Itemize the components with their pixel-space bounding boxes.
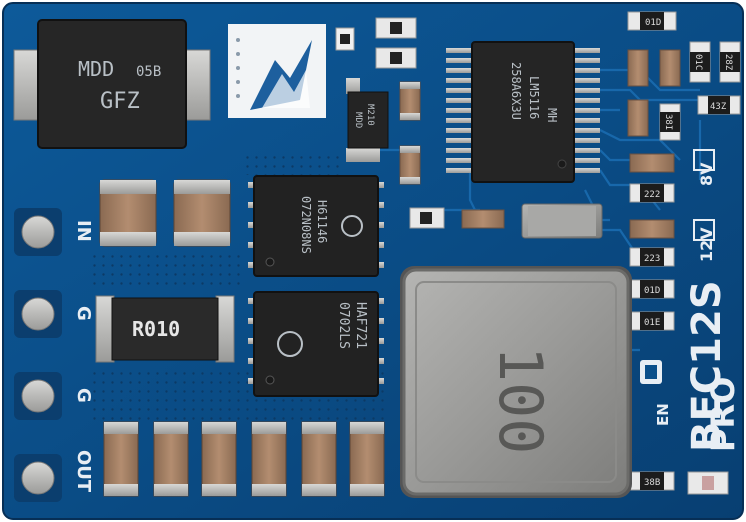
resistor-code: 01D: [645, 18, 661, 28]
controller-label-3: MH: [545, 108, 559, 122]
mosfet-bottom-label-2: HAF721: [353, 302, 368, 349]
diode-label-line2: 05B: [136, 64, 161, 80]
small-smd-parts: [335, 17, 417, 69]
power-inductor: 100: [400, 266, 632, 498]
diode-mdd: MDD 05B GFZ: [13, 19, 211, 149]
via-field: [240, 150, 340, 175]
resistor-code: 222: [644, 190, 660, 200]
resistor-code: 01C: [693, 54, 703, 70]
mosfet-bottom-label-1: 0702LS: [336, 302, 351, 349]
mosfet-top: 072N08NS H61146: [248, 175, 384, 277]
shunt-resistor: R010: [95, 295, 235, 363]
small-ic-label-1: MDD: [353, 112, 363, 128]
small-ic-label-2: M210: [365, 104, 375, 126]
mosfet-top-label-1: 072N08NS: [299, 196, 313, 254]
controller-ic: 258A6X3U LM5116 MH: [446, 41, 600, 183]
mosfet-top-label-2: H61146: [315, 200, 329, 243]
voltage-labels: 8V 12V EN: [640, 149, 716, 426]
controller-label-2: LM5116: [527, 76, 541, 119]
board-title: BEC12S: [684, 280, 730, 452]
inductor-label: 100: [485, 346, 555, 454]
resistor-code: 223: [644, 254, 660, 264]
brand-logo: [228, 24, 326, 118]
pin-label-g1: G: [73, 306, 94, 321]
resistor-code: 01D: [644, 286, 660, 296]
shunt-label: R010: [132, 317, 180, 341]
input-capacitors: [99, 179, 231, 247]
diode-label-line3: GFZ: [100, 89, 140, 114]
output-capacitors: [103, 421, 385, 497]
pin-label-g2: G: [73, 388, 94, 403]
capacitors-mid: [399, 81, 421, 185]
resistor-code: 38I: [663, 114, 673, 130]
label-12v: 12V: [697, 227, 716, 262]
mosfet-bottom: 0702LS HAF721: [248, 291, 384, 397]
resistor-code: 01E: [644, 318, 660, 328]
label-en: EN: [654, 403, 672, 426]
small-parts-middle: [409, 203, 603, 239]
via-field: [90, 255, 240, 285]
resistor-code: 43Z: [710, 102, 727, 112]
solder-pads: [14, 208, 62, 502]
board-subtitle: PRO: [704, 377, 742, 452]
pin-label-in: IN: [73, 220, 94, 242]
diode-label-line1: MDD: [78, 57, 114, 81]
resistor-array-right: 01D 01C 28Z 43Z 38I 222 223 01D 01E 38B: [627, 11, 741, 495]
pin-label-out: OUT: [73, 450, 94, 493]
label-8v: 8V: [697, 162, 716, 186]
resistor-code: 38B: [644, 478, 660, 488]
small-ic-mdd: MDD M210: [346, 78, 389, 162]
resistor-code: 28Z: [723, 54, 733, 71]
controller-label-1: 258A6X3U: [509, 62, 523, 120]
